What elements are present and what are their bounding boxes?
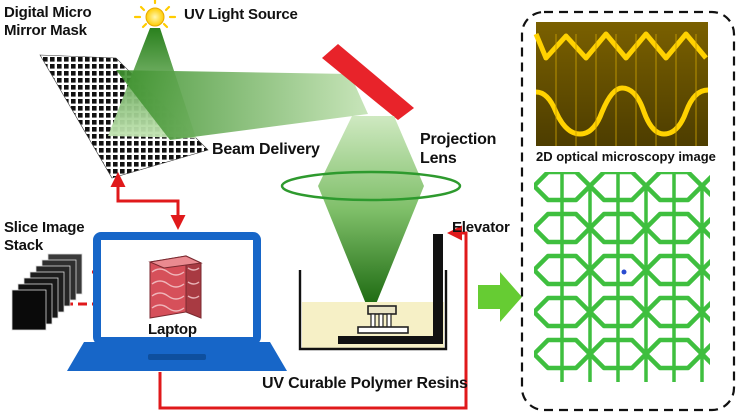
scaffold-3d-icon xyxy=(534,172,710,382)
laptop-screen-structure xyxy=(148,255,203,319)
label-elevator: Elevator xyxy=(452,219,510,236)
label-uv-source: UV Light Source xyxy=(184,6,298,23)
label-projection-line2: Lens xyxy=(420,150,457,167)
dmd-laptop-arrow xyxy=(110,172,186,230)
label-projection-line1: Projection xyxy=(420,131,497,148)
green-result-arrow xyxy=(478,272,522,322)
label-slice-line2: Stack xyxy=(4,237,44,254)
projection-beam xyxy=(318,116,424,304)
elevator-bar xyxy=(338,234,443,344)
build-platform xyxy=(357,305,409,334)
slice-stack-icon xyxy=(11,253,83,331)
result-panel xyxy=(520,10,736,412)
label-beam-delivery: Beam Delivery xyxy=(212,141,320,158)
label-microscopy: 2D optical microscopy image xyxy=(536,149,716,164)
label-laptop: Laptop xyxy=(148,321,197,338)
microscopy-image xyxy=(533,22,709,146)
label-dmd-line1: Digital Micro xyxy=(4,4,92,21)
sun-icon xyxy=(133,0,177,29)
red-mirror xyxy=(322,44,414,120)
label-resin: UV Curable Polymer Resins xyxy=(262,375,468,392)
beam-delivery-path xyxy=(116,70,368,140)
laptop-elevator-arrow xyxy=(158,225,468,410)
label-dmd-line2: Mirror Mask xyxy=(4,22,87,39)
label-slice-line1: Slice Image xyxy=(4,219,85,236)
projection-lens xyxy=(280,170,462,202)
